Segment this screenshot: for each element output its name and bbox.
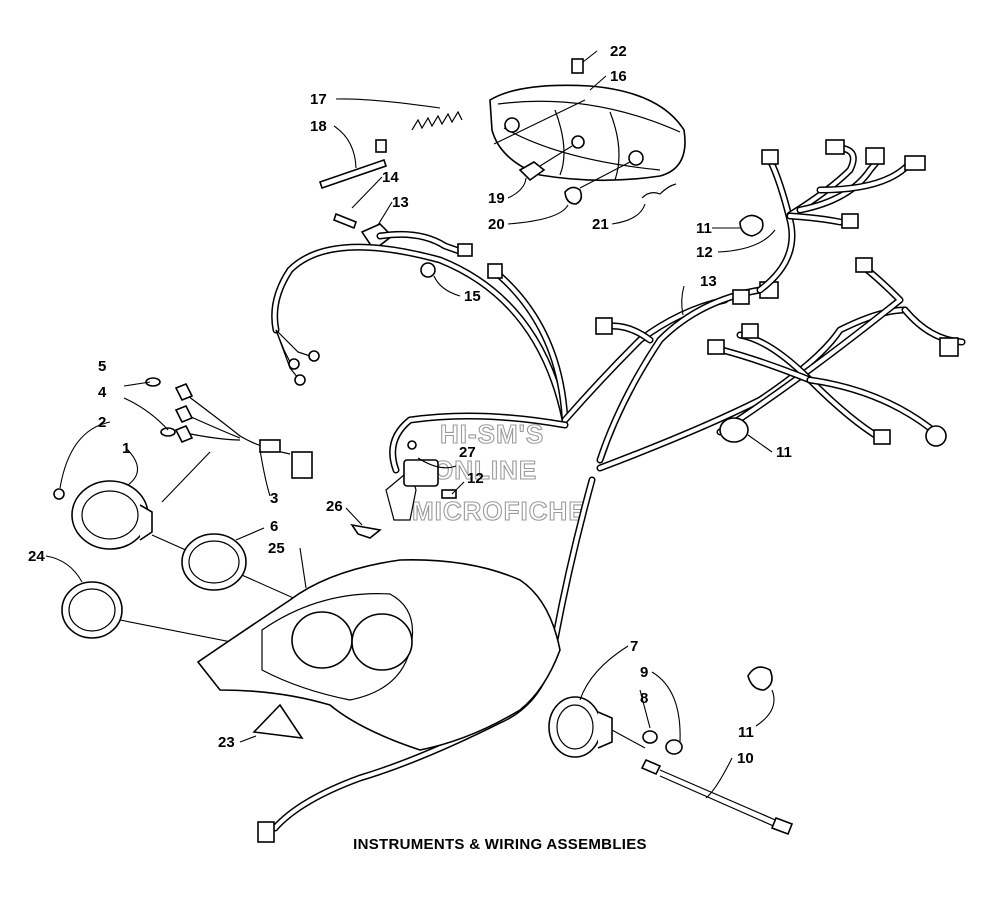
callout-21: 19: [488, 190, 505, 207]
callout-2: 2: [98, 414, 106, 431]
callout-26: 24: [28, 548, 45, 565]
screw-16: [333, 212, 357, 230]
callout-20: 18: [310, 118, 327, 135]
callout-22: 20: [488, 216, 505, 233]
ring-6: [181, 533, 247, 591]
grommet-11-top: [739, 214, 764, 237]
callout-27: 25: [268, 540, 285, 557]
callout-labels: 22 16 17 18 14 13 15 19 20 21 11 12 13 1…: [28, 43, 792, 767]
callout-11-bottom: 11: [738, 724, 754, 741]
leader-lines: [45, 50, 776, 799]
callout-11-mid: 11: [776, 444, 792, 461]
switch-15: [360, 223, 473, 257]
nut-17: [420, 262, 436, 278]
callout-10: 10: [737, 750, 754, 767]
watermark-line-1: HI-SM'S: [440, 419, 544, 449]
callout-7: 7: [630, 638, 638, 655]
dash-panel-27: [196, 559, 561, 751]
clip-28: [350, 523, 382, 539]
fuse-holder-29: [403, 440, 439, 487]
wire-harness-3: [174, 382, 313, 479]
callout-25: 23: [218, 734, 235, 751]
callout-5: 5: [98, 358, 106, 375]
bulb-5: [145, 377, 161, 387]
spring-clip-23: [641, 183, 677, 199]
watermark-line-3: MICROFICHE: [412, 496, 587, 526]
watermark-line-2: ONLINE: [433, 455, 537, 485]
callout-8: 8: [640, 690, 648, 707]
washer-8: [642, 730, 658, 744]
callout-23: 21: [592, 216, 609, 233]
decal-25: [252, 703, 304, 740]
nut-9: [665, 739, 683, 755]
callout-12: 12: [696, 244, 713, 261]
callout-24: 22: [610, 43, 627, 60]
callout-17: 15: [464, 288, 481, 305]
callout-3: 3: [270, 490, 278, 507]
main-wiring-harness: [257, 139, 966, 843]
callout-13: 13: [700, 273, 717, 290]
bulb-2: [53, 488, 65, 500]
bulb-21: [518, 145, 573, 182]
callout-14: 12: [467, 470, 484, 487]
watermark: HI-SM'S ONLINE MICROFICHE: [411, 418, 587, 526]
callout-18: 16: [610, 68, 627, 85]
bulb-4: [160, 427, 176, 437]
callout-29: 27: [459, 444, 476, 461]
aim-spring-19: [411, 110, 463, 131]
callout-19: 17: [310, 91, 327, 108]
diagram-caption: INSTRUMENTS & WIRING ASSEMBLIES: [353, 836, 647, 853]
gauge-7: [548, 696, 613, 758]
callout-11-top: 11: [696, 220, 712, 237]
callout-16: 14: [382, 169, 399, 186]
callout-15: 13: [392, 194, 409, 211]
callout-28: 26: [326, 498, 343, 515]
clip-24: [571, 58, 584, 74]
callout-1: 1: [122, 440, 130, 457]
adjuster-screw-20: [318, 139, 388, 190]
callout-6: 6: [270, 518, 278, 535]
callout-4: 4: [98, 384, 107, 401]
fuse-14: [441, 489, 457, 499]
headlight-assembly: [489, 84, 686, 182]
grommet-11-mid: [719, 417, 749, 443]
grommet-11-bottom: [747, 666, 773, 691]
speedo-cable-10: [611, 729, 794, 836]
callout-9: 9: [640, 664, 648, 681]
bulb-socket-22: [564, 161, 631, 205]
